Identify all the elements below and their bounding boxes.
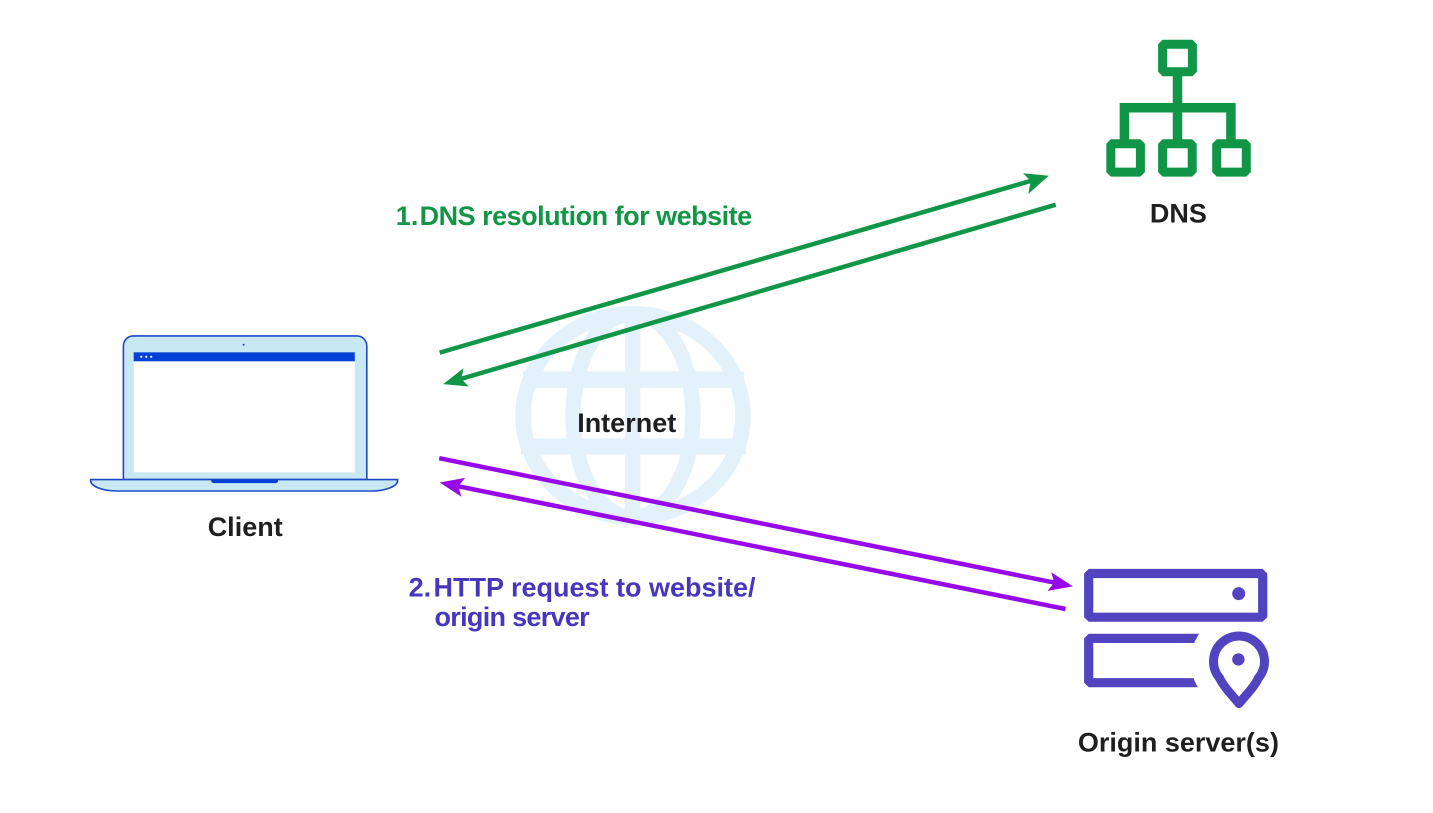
svg-text:2.HTTP request to website/: 2.HTTP request to website/	[409, 572, 756, 602]
svg-text:Origin server(s): Origin server(s)	[1078, 728, 1279, 758]
svg-text:DNS: DNS	[1150, 198, 1207, 228]
svg-text:origin server: origin server	[435, 602, 591, 632]
svg-text:Client: Client	[208, 512, 283, 542]
svg-text:1.DNS resolution for website: 1.DNS resolution for website	[396, 201, 752, 231]
svg-text:Internet: Internet	[577, 408, 676, 438]
